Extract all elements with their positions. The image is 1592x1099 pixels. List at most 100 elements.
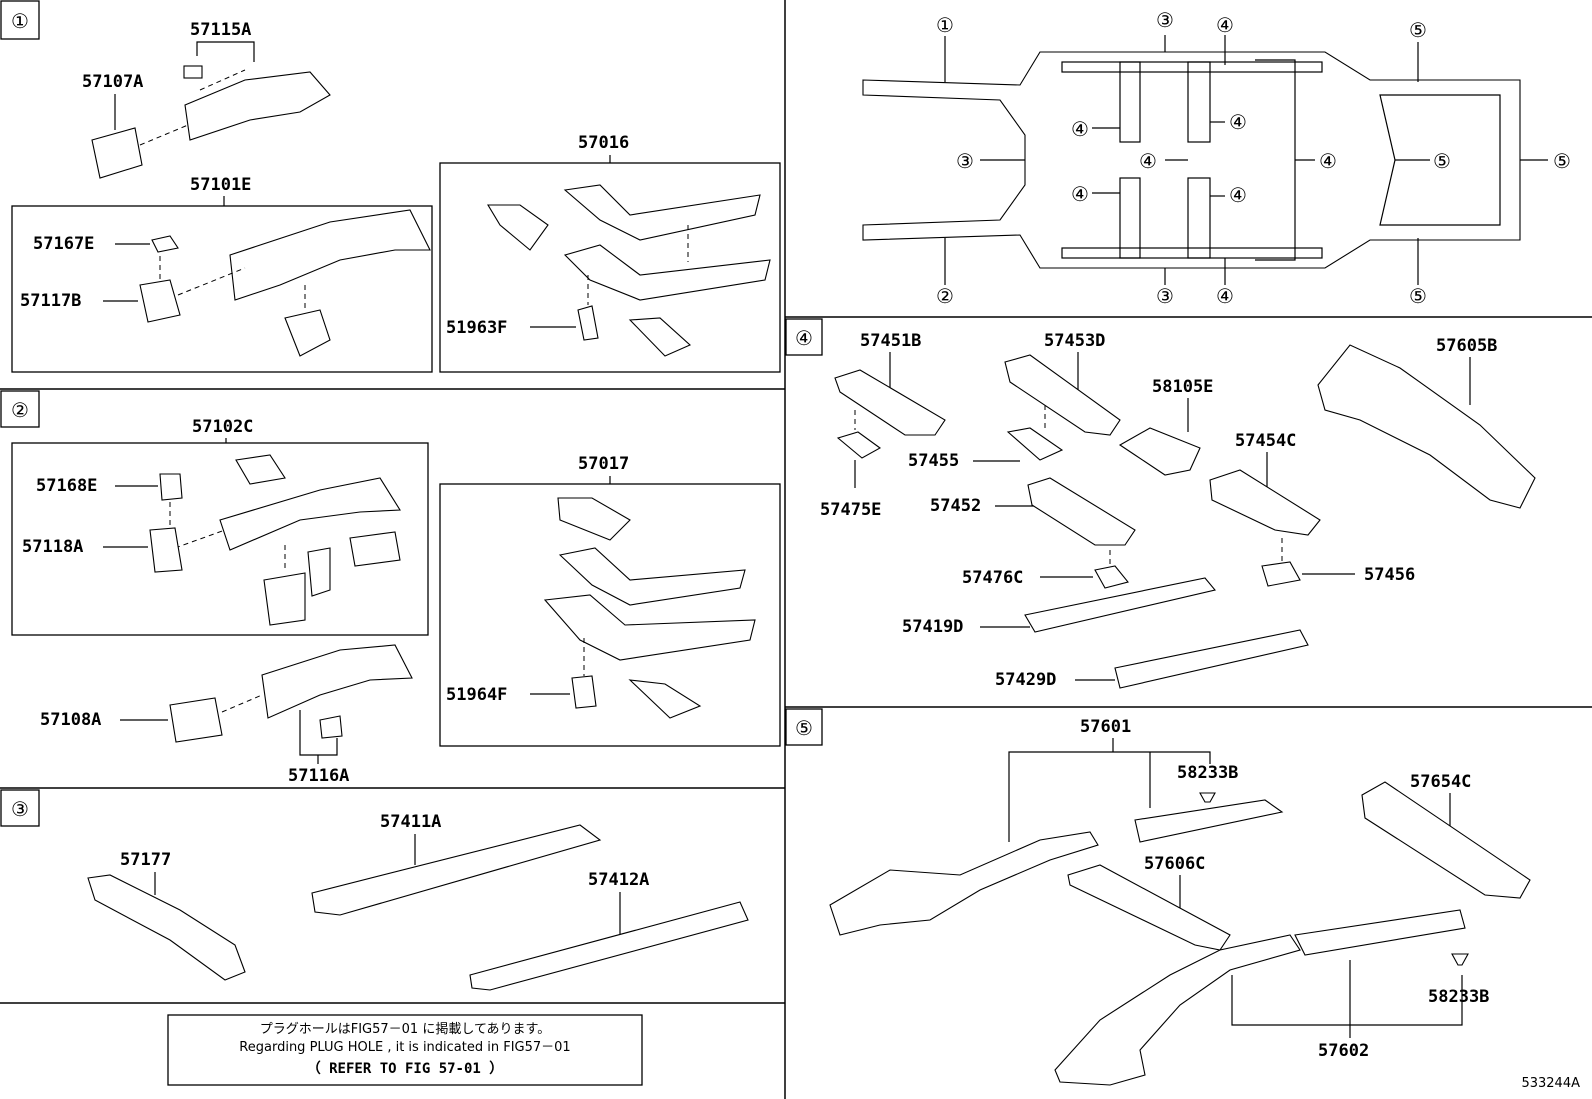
part-58233B-top [1199,792,1216,803]
section-marker-3: ③ [0,789,40,827]
section-marker-2: ② [0,390,40,428]
note-box: プラグホールはFIG57－01 に掲載してあります。 Regarding PLU… [167,1014,643,1086]
part-57116A-rail [261,644,413,719]
svg-text:③: ③ [11,797,29,821]
label-57419D: 57419D [902,617,963,637]
part-57475E [836,431,882,459]
part-57017-c [543,594,756,661]
overview-marker-4-a: ④ [1071,117,1089,141]
svg-text:②: ② [11,398,29,422]
label-57102C: 57102C [192,417,253,437]
part-57454C [1209,469,1321,536]
part-57602-brace [1294,909,1466,956]
part-57412A [469,901,749,991]
label-51964F: 51964F [446,685,507,705]
note-line-1: プラグホールはFIG57－01 に掲載してあります。 [260,1021,551,1037]
overview-marker-4-top: ④ [1216,13,1234,37]
part-57016-d [628,317,692,357]
part-57168E [159,473,183,501]
label-51963F: 51963F [446,318,507,338]
part-51964F [571,675,597,709]
label-57452: 57452 [930,496,981,516]
note-line-2: Regarding PLUG HOLE , it is indicated in… [239,1040,570,1055]
label-57118A: 57118A [22,537,83,557]
overview-marker-4-b: ④ [1071,182,1089,206]
part-57108A [169,697,223,743]
label-57454C: 57454C [1235,431,1296,451]
label-57451B: 57451B [860,331,921,351]
group-box-57101E [11,205,433,373]
part-57102C [219,477,401,551]
label-58233B-bottom: 58233B [1428,987,1489,1007]
part-57476C [1094,565,1129,589]
part-57101E [229,209,431,301]
overview-marker-1: ① [936,13,954,37]
part-57606C [1067,864,1231,951]
label-58105E: 58105E [1152,377,1213,397]
label-57429D: 57429D [995,670,1056,690]
section-marker-4: ④ [785,318,823,356]
label-57168E: 57168E [36,476,97,496]
overview-marker-2: ② [936,284,954,308]
overview-marker-4-bottom: ④ [1216,284,1234,308]
label-57115A: 57115A [190,20,251,40]
overview-marker-3-bottom: ③ [1156,284,1174,308]
part-57102C-lower [263,572,306,626]
part-57601-brace [1134,799,1284,843]
part-57017-a [557,497,631,541]
section-3: 57177 57411A 57412A [87,812,749,991]
overview-marker-4-d: ④ [1229,110,1247,134]
svg-text:①: ① [11,9,29,33]
part-57016-c [563,244,771,301]
label-57456: 57456 [1364,565,1415,585]
diagram-id: 533244A [1521,1076,1580,1091]
label-57476C: 57476C [962,568,1023,588]
label-57606C: 57606C [1144,854,1205,874]
overview-marker-5-top: ⑤ [1409,18,1427,42]
part-57602-rail [1054,934,1301,1086]
part-57451B [834,369,946,436]
part-57017-d [628,679,702,719]
overview-marker-4-c: ④ [1139,149,1157,173]
section-5: 57601 58233B 57654C 57606C 58233B 57602 [829,717,1531,1086]
label-57602: 57602 [1318,1041,1369,1061]
part-57017-b [558,547,746,606]
part-57455 [1006,427,1064,461]
part-57429D [1114,629,1309,689]
part-57654C [1361,781,1531,899]
section-marker-1: ① [0,0,40,40]
part-57102C-bracket [235,454,286,485]
label-57654C: 57654C [1410,772,1471,792]
label-57016: 57016 [578,133,629,153]
section-marker-5: ⑤ [785,708,823,746]
label-58233B-top: 58233B [1177,763,1238,783]
part-57601-rail [829,831,1099,936]
part-57419D [1024,577,1216,633]
section-1: 57115A 57107A 57101E 57167E 57117B 57016 [11,20,781,373]
overview-marker-5-bottom: ⑤ [1409,284,1427,308]
part-57117B [139,279,181,323]
frame-outline [862,51,1521,269]
label-57411A: 57411A [380,812,441,832]
part-57116A-bracket [319,715,343,739]
overview-marker-3-left: ③ [956,149,974,173]
overview-marker-3-top: ③ [1156,8,1174,32]
label-57605B: 57605B [1436,336,1497,356]
group-box-57102C [11,442,429,636]
overview-marker-4-e: ④ [1229,183,1247,207]
part-57016-a [487,204,549,251]
part-57453D [1004,354,1121,436]
part-57102C-post [307,547,331,597]
overview-marker-5-right: ⑤ [1553,149,1571,173]
part-57101E-lower [284,309,331,357]
section-4: 57451B 57475E 57453D 57455 58105E 57605B… [820,331,1536,690]
label-57475E: 57475E [820,500,881,520]
label-57101E: 57101E [190,175,251,195]
label-57601: 57601 [1080,717,1131,737]
bracket-small [183,65,203,79]
overview-marker-5-mid: ⑤ [1433,149,1451,173]
label-57167E: 57167E [33,234,94,254]
overview-frame: ① ② ③ ③ ③ ④ ④ ④ ④ ④ ④ ④ ④ ⑤ ⑤ ⑤ ⑤ [862,8,1571,308]
label-57108A: 57108A [40,710,101,730]
